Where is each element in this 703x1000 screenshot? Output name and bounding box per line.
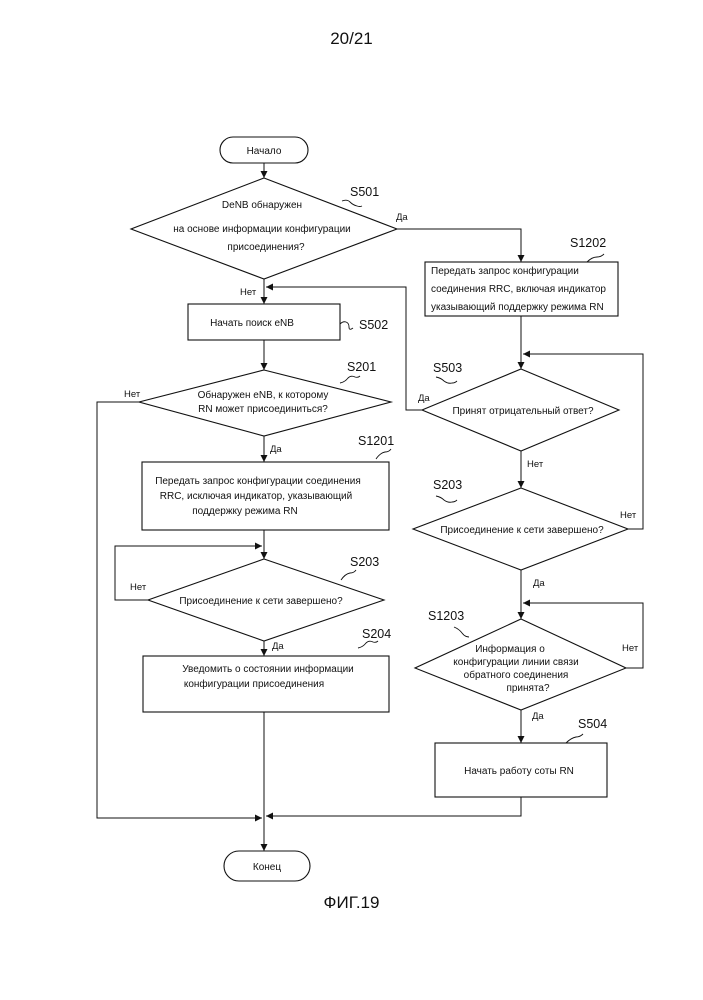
s203-right-id: S203 xyxy=(433,478,462,492)
s501-id: S501 xyxy=(350,185,379,199)
s501-line-1: DeNB обнаружен xyxy=(222,199,302,211)
figure-caption: ФИГ.19 xyxy=(0,893,703,913)
s504-line-1: Начать работу соты RN xyxy=(464,765,574,777)
s203-right-yes-label: Да xyxy=(533,578,545,589)
s1203-no-label: Нет xyxy=(622,643,639,654)
s203-right-no-label: Нет xyxy=(620,510,637,521)
s501-line-2: на основе информации конфигурации xyxy=(173,223,351,235)
s1202-id: S1202 xyxy=(570,236,606,250)
s201-line-1: Обнаружен eNB, к которому xyxy=(198,389,329,401)
s203-left-line-1: Присоединение к сети завершено? xyxy=(179,596,343,607)
s502-line-1: Начать поиск eNB xyxy=(210,318,294,329)
s504-id: S504 xyxy=(578,717,607,731)
s501-no-label: Нет xyxy=(240,287,257,298)
s204-line-2: конфигурации присоединения xyxy=(184,678,324,690)
s1203-line-2: конфигурации линии связи xyxy=(453,656,578,668)
s502-id: S502 xyxy=(359,318,388,332)
start-label: Начало xyxy=(247,146,282,157)
s1201-line-2: RRC, исключая индикатор, указывающий xyxy=(160,491,352,502)
end-label: Конец xyxy=(253,862,281,873)
s1203-line-1: Информация о xyxy=(475,643,545,655)
s201-id: S201 xyxy=(347,360,376,374)
s1201-line-3: поддержку режима RN xyxy=(192,506,297,517)
s1201-line-1: Передать запрос конфигурации соединения xyxy=(155,475,361,487)
s201-line-2: RN может присоединиться? xyxy=(198,404,328,415)
s503-yes-label: Да xyxy=(418,393,430,404)
s1203-yes-label: Да xyxy=(532,711,544,722)
s201-no-label: Нет xyxy=(124,389,141,400)
connector-s501-yes-s1202 xyxy=(397,229,521,262)
s1202-line-3: указывающий поддержку режима RN xyxy=(431,302,604,313)
s501-yes-label: Да xyxy=(396,212,408,223)
s201-decision xyxy=(139,370,391,436)
s1203-id: S1203 xyxy=(428,609,464,623)
s503-id: S503 xyxy=(433,361,462,375)
s203-right-line-1: Присоединение к сети завершено? xyxy=(440,525,604,536)
s1203-line-3: обратного соединения xyxy=(464,669,569,681)
connector-s504-end xyxy=(266,797,521,816)
s1201-id: S1201 xyxy=(358,434,394,448)
s1202-line-2: соединения RRC, включая индикатор xyxy=(431,284,606,295)
s203-left-no-label: Нет xyxy=(130,582,147,593)
s203-left-yes-label: Да xyxy=(272,641,284,652)
s204-id: S204 xyxy=(362,627,391,641)
s204-line-1: Уведомить о состоянии информации xyxy=(182,663,353,675)
s503-line-1: Принят отрицательный ответ? xyxy=(452,406,594,417)
s503-no-label: Нет xyxy=(527,459,544,470)
s501-line-3: присоединения? xyxy=(227,242,305,253)
s201-yes-label: Да xyxy=(270,444,282,455)
s1203-line-4: принята? xyxy=(506,683,550,694)
s1202-line-1: Передать запрос конфигурации xyxy=(431,265,579,277)
s203-left-id: S203 xyxy=(350,555,379,569)
